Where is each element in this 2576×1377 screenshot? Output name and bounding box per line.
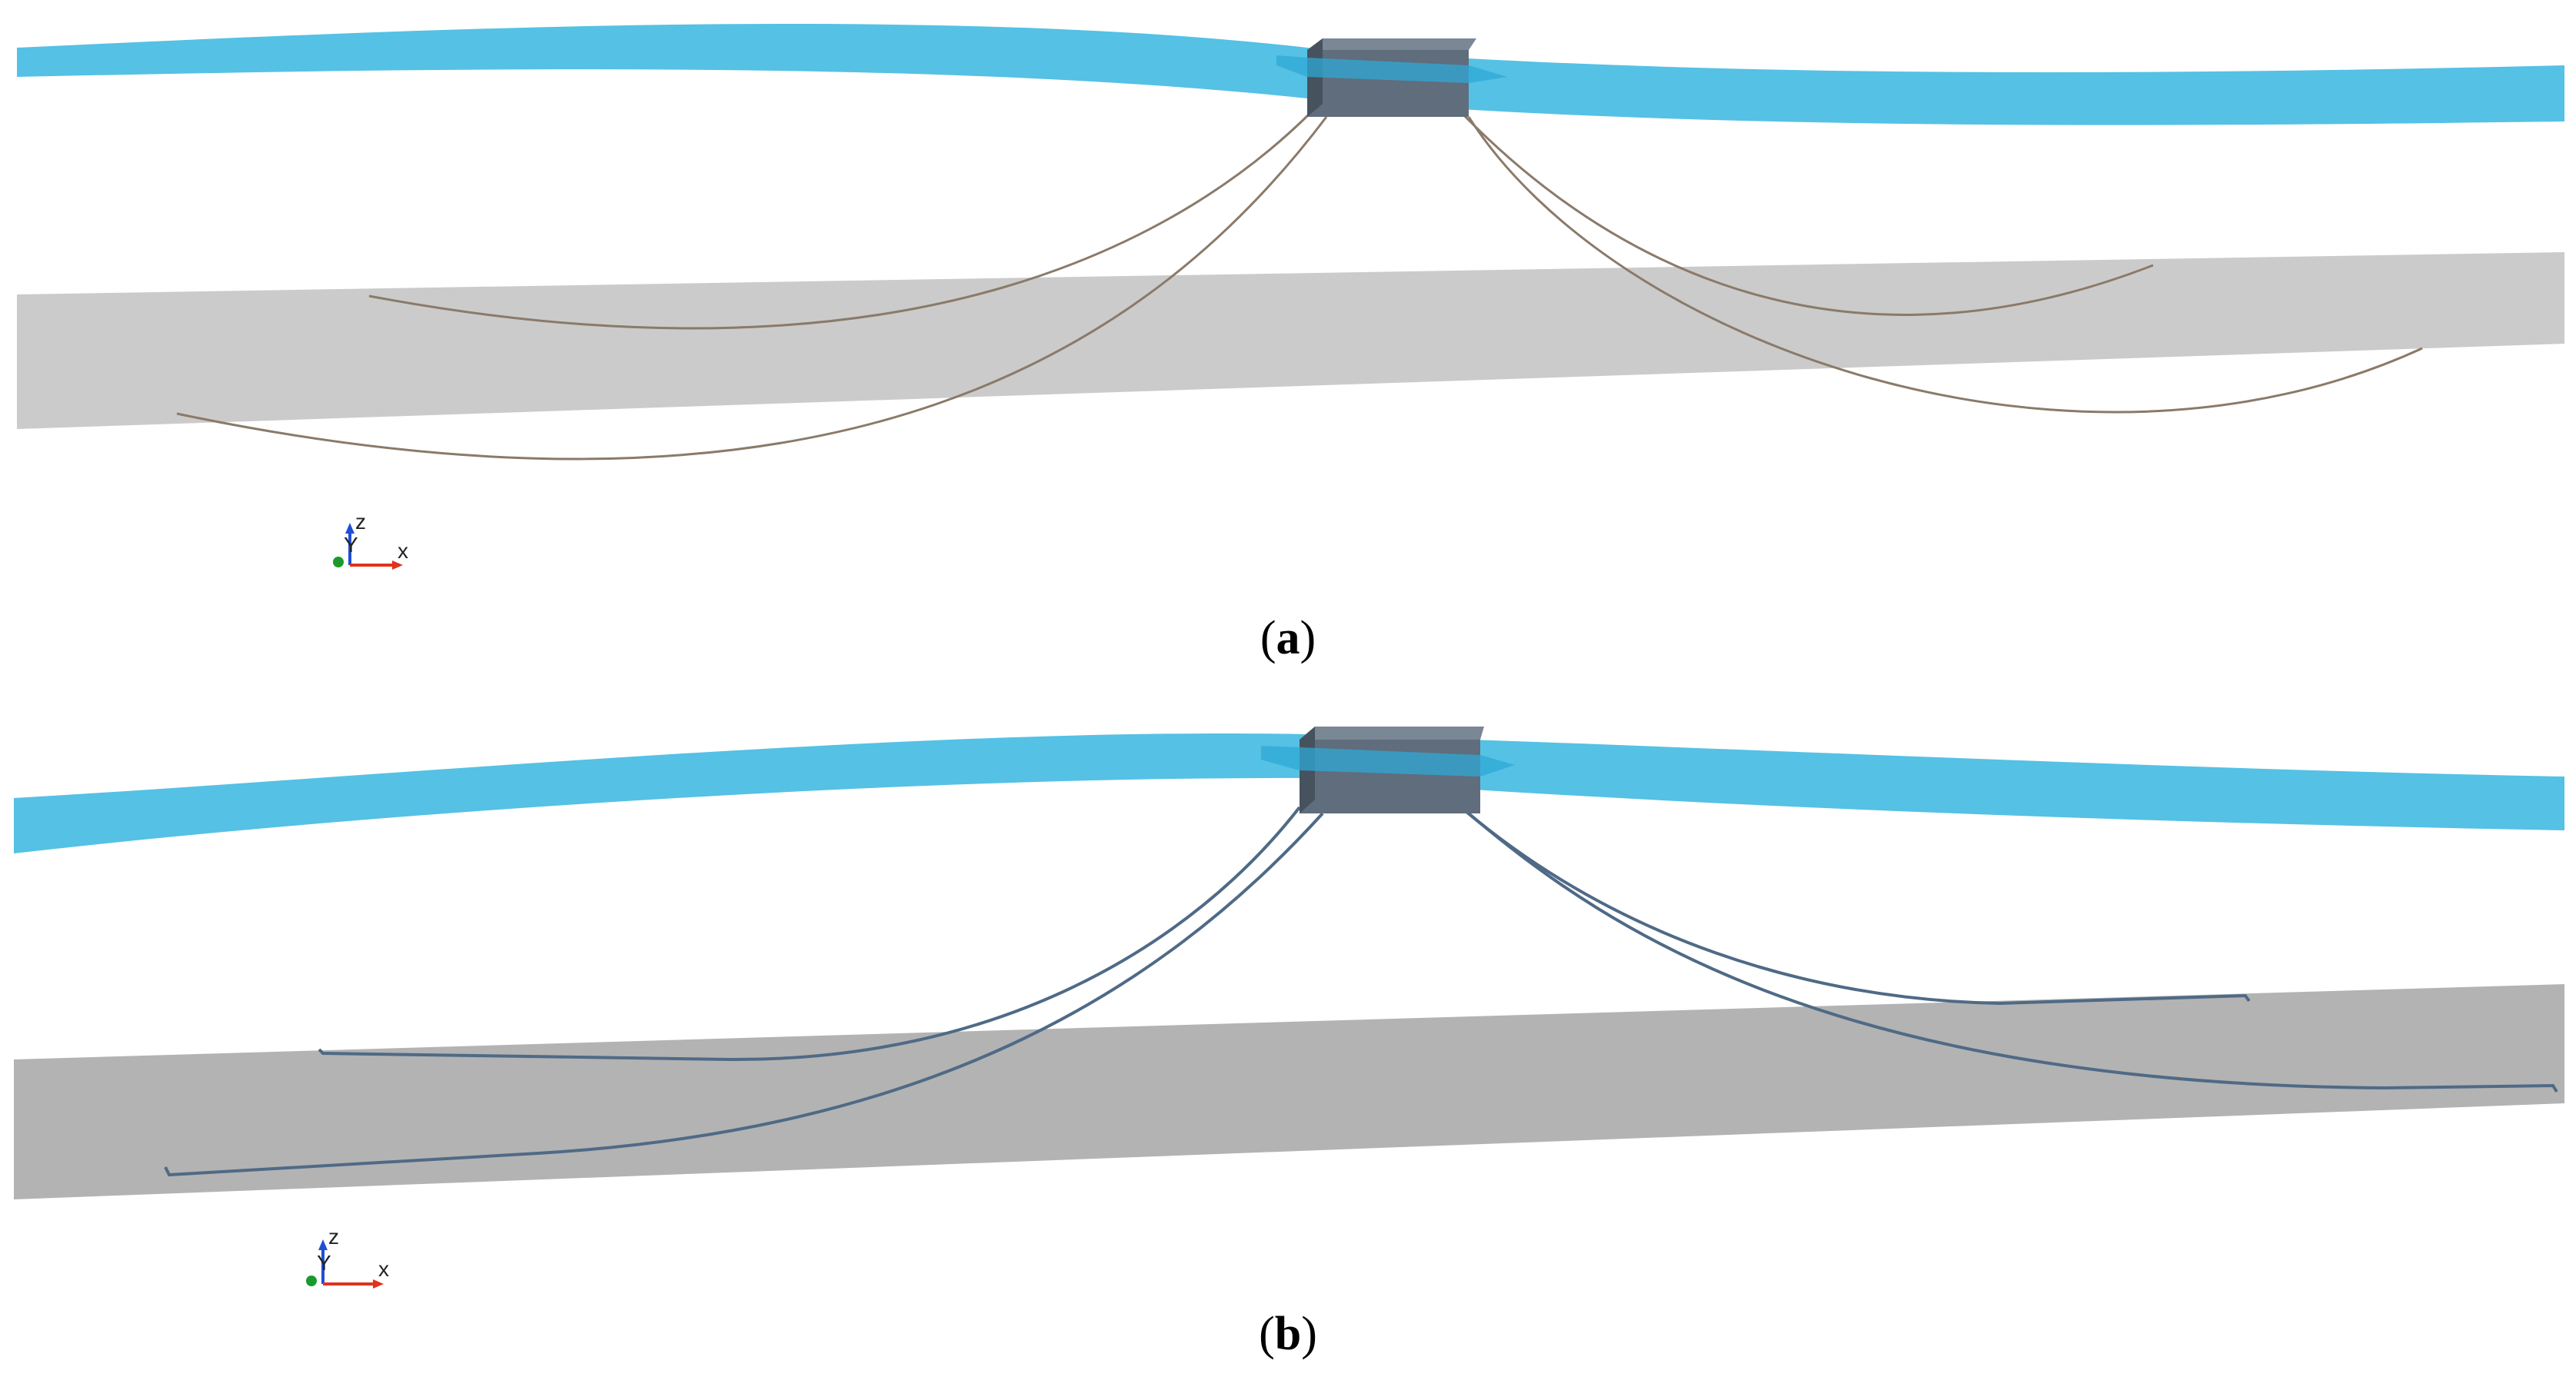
- mooring-line: [1467, 812, 2558, 1093]
- panel-a-scene: z Y x: [17, 24, 2564, 570]
- mooring-line: [1459, 111, 2154, 316]
- panel-b: z Y x (b): [0, 692, 2576, 1377]
- caption-letter: a: [1276, 612, 1300, 664]
- axis-triad: z Y x: [306, 1225, 389, 1289]
- axis-label-x: x: [378, 1257, 389, 1281]
- floating-platform: [1261, 727, 1515, 813]
- axis-triad: z Y x: [333, 510, 408, 570]
- caption-open: (: [1260, 612, 1276, 664]
- mooring-line: [1467, 116, 2423, 414]
- mooring-line: [176, 116, 1328, 461]
- water-surface: [14, 733, 2564, 853]
- caption-b: (b): [0, 1307, 2576, 1362]
- mooring-lines: [176, 111, 2423, 461]
- mooring-line: [164, 812, 1324, 1177]
- axis-label-y: Y: [317, 1251, 331, 1275]
- seabed-plane: [14, 984, 2564, 1199]
- panel-a: z Y x (a): [0, 24, 2576, 666]
- axis-label-z: z: [328, 1225, 339, 1249]
- mooring-line: [1459, 806, 2251, 1006]
- caption-a: (a): [0, 611, 2576, 666]
- floating-platform: [1276, 38, 1507, 117]
- mooring-lines: [164, 806, 2558, 1177]
- seabed-plane: [17, 252, 2564, 429]
- axis-label-y: Y: [344, 533, 358, 557]
- axis-label-x: x: [398, 539, 408, 563]
- water-surface: [17, 24, 2564, 125]
- caption-close: ): [1300, 612, 1316, 664]
- caption-letter: b: [1274, 1308, 1302, 1360]
- caption-open: (: [1259, 1308, 1275, 1360]
- mooring-line: [318, 806, 1301, 1062]
- panel-b-scene: z Y x: [14, 727, 2564, 1289]
- mooring-line: [368, 111, 1313, 330]
- axis-label-z: z: [355, 510, 366, 534]
- caption-close: ): [1301, 1308, 1317, 1360]
